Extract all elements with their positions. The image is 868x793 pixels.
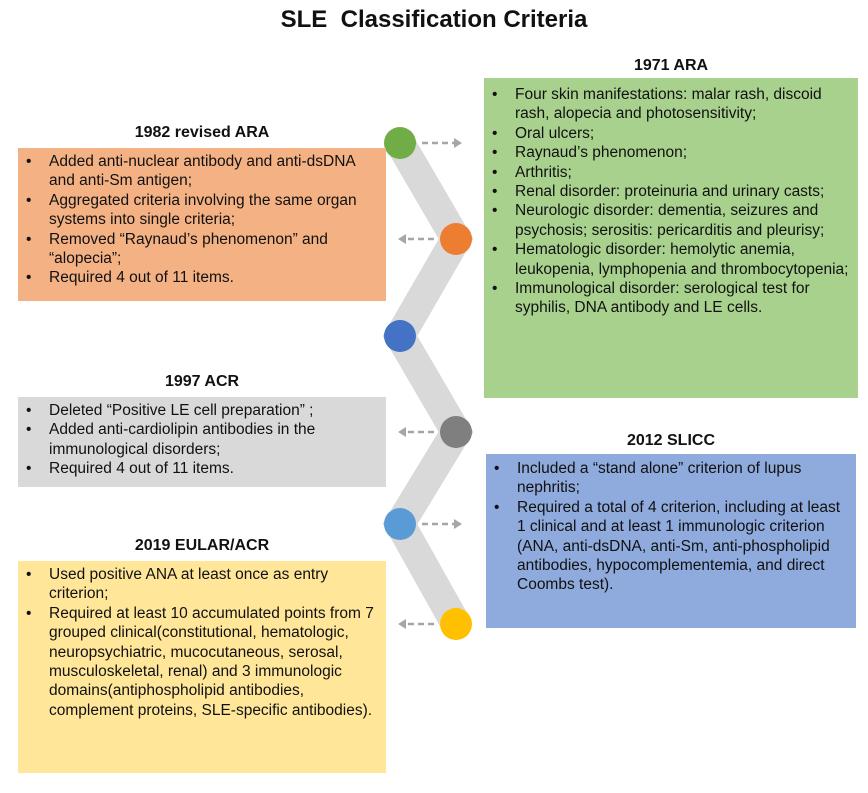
box-1971-ara: Four skin manifestations: malar rash, di… bbox=[484, 78, 858, 398]
timeline-band bbox=[382, 135, 474, 632]
criteria-list-1971: Four skin manifestations: malar rash, di… bbox=[484, 85, 852, 318]
criteria-list-2012: Included a “stand alone” criterion of lu… bbox=[486, 459, 850, 595]
criterion-item: Raynaud’s phenomenon; bbox=[484, 143, 852, 163]
heading-1997-acr: 1997 ACR bbox=[164, 373, 240, 390]
criterion-item: Immunological disorder: serological test… bbox=[484, 279, 852, 318]
dashed-arrow-right bbox=[422, 519, 462, 529]
heading-2012-slicc: 2012 SLICC bbox=[626, 432, 716, 449]
dashed-arrow-left bbox=[398, 234, 434, 244]
criterion-item: Added anti-cardiolipin antibodies in the… bbox=[18, 420, 380, 459]
criterion-item: Renal disorder: proteinuria and urinary … bbox=[484, 182, 852, 202]
criterion-item: Required a total of 4 criterion, includi… bbox=[486, 498, 850, 595]
timeline-node-1982 bbox=[440, 223, 472, 255]
criterion-item: Deleted “Positive LE cell preparation” ; bbox=[18, 401, 380, 421]
heading-2019-eular-acr: 2019 EULAR/ACR bbox=[134, 537, 270, 554]
criterion-item: Added anti-nuclear antibody and anti-dsD… bbox=[18, 152, 380, 191]
criterion-item: Used positive ANA at least once as entry… bbox=[18, 565, 380, 604]
criterion-item: Required 4 out of 11 items. bbox=[18, 268, 380, 288]
dashed-arrow-left bbox=[398, 619, 434, 629]
criterion-item: Four skin manifestations: malar rash, di… bbox=[484, 85, 852, 124]
criteria-list-1982: Added anti-nuclear antibody and anti-dsD… bbox=[18, 152, 380, 288]
timeline-node-1971 bbox=[384, 127, 416, 159]
box-2012-slicc: Included a “stand alone” criterion of lu… bbox=[486, 454, 856, 628]
timeline-node-2012 bbox=[384, 508, 416, 540]
heading-1982-ara: 1982 revised ARA bbox=[134, 124, 270, 141]
criteria-list-1997: Deleted “Positive LE cell preparation” ;… bbox=[18, 401, 380, 479]
timeline-node-blue bbox=[384, 320, 416, 352]
criterion-item: Oral ulcers; bbox=[484, 124, 852, 144]
criterion-item: Required at least 10 accumulated points … bbox=[18, 604, 380, 720]
timeline-node-1997 bbox=[440, 416, 472, 448]
box-1982-ara: Added anti-nuclear antibody and anti-dsD… bbox=[18, 148, 386, 301]
box-2019-eular-acr: Used positive ANA at least once as entry… bbox=[18, 561, 386, 773]
diagram-title: SLE Classification Criteria bbox=[280, 6, 588, 33]
criterion-item: Required 4 out of 11 items. bbox=[18, 459, 380, 479]
criterion-item: Removed “Raynaud’s phenomenon” and “alop… bbox=[18, 230, 380, 269]
dashed-arrow-right bbox=[422, 138, 462, 148]
criterion-item: Hematologic disorder: hemolytic anemia, … bbox=[484, 240, 852, 279]
criterion-item: Neurologic disorder: dementia, seizures … bbox=[484, 201, 852, 240]
timeline-node-2019 bbox=[440, 608, 472, 640]
box-1997-acr: Deleted “Positive LE cell preparation” ;… bbox=[18, 397, 386, 487]
criteria-list-2019: Used positive ANA at least once as entry… bbox=[18, 565, 380, 720]
dashed-arrow-left bbox=[398, 427, 434, 437]
heading-1971-ara: 1971 ARA bbox=[633, 57, 709, 74]
criterion-item: Included a “stand alone” criterion of lu… bbox=[486, 459, 850, 498]
criterion-item: Aggregated criteria involving the same o… bbox=[18, 191, 380, 230]
criterion-item: Arthritis; bbox=[484, 163, 852, 183]
